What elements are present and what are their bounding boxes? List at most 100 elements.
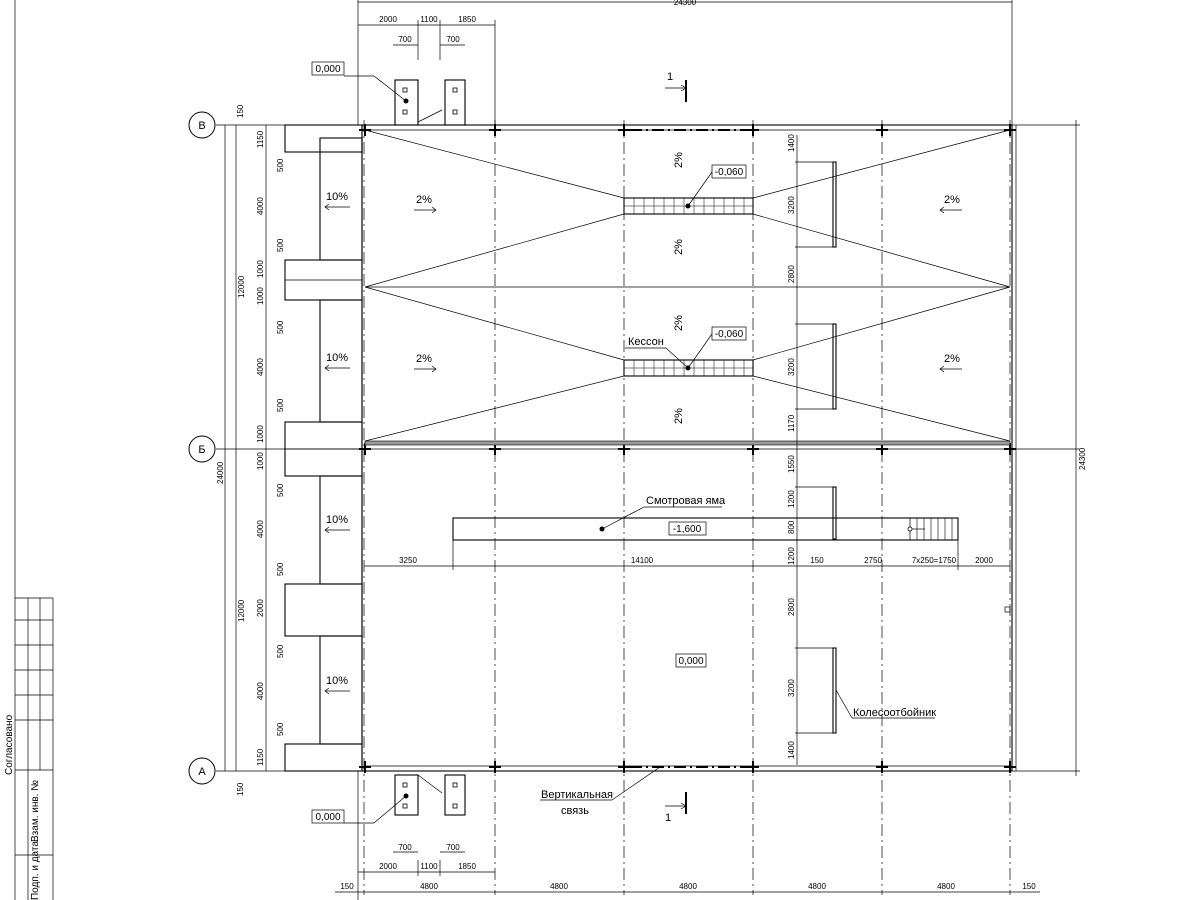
dim-steps: 7x250=1750 [912, 556, 957, 565]
level-mark-tray-upper: -0,060 [685, 164, 747, 209]
dim-500-8: 500 [276, 722, 285, 736]
section-mark-top: 1 [665, 71, 687, 102]
dim-500-3: 500 [276, 320, 285, 334]
dim-1400-top: 1400 [787, 134, 796, 152]
dim-col-bottom-left: 700 [398, 843, 412, 852]
dim-right-total: 24300 [1078, 447, 1087, 470]
dim-800: 800 [787, 520, 796, 534]
dim-24000-left: 24000 [216, 461, 225, 484]
dim-1150-bottom: 1150 [256, 748, 265, 766]
building-outline [361, 124, 1017, 772]
dim-150-top-left: 150 [236, 104, 245, 118]
left-ramps [284, 124, 363, 772]
level-mark-tray-lower: -0,060 [685, 326, 747, 371]
dim-2000-pit: 2000 [975, 556, 993, 565]
dim-4000-4: 4000 [256, 682, 265, 700]
mark-tray-upper: -0,060 [715, 167, 744, 178]
wall-socket [1004, 606, 1011, 613]
dim-4000-2: 4000 [256, 358, 265, 376]
title-agreed: Согласовано [4, 714, 15, 775]
mark-tray-lower: -0,060 [715, 329, 744, 340]
dim-1000-2: 1000 [256, 287, 265, 305]
inspection-pit: Смотровая яма -1,600 [452, 495, 959, 541]
level-mark-floor: 0,000 [675, 653, 707, 668]
title-block: Согласовано Взам. инв. № Подп. и дата [4, 0, 54, 900]
dim-2800-1: 2800 [787, 265, 796, 283]
dim-4000-3: 4000 [256, 520, 265, 538]
dim-1170: 1170 [787, 414, 796, 432]
mark-gate-bottom: 0,000 [315, 812, 340, 823]
ramp-slopes: 10% 10% 10% 10% [324, 191, 350, 695]
right-inner-dimensions: 1400 3200 2800 3200 1170 1550 1200 800 1… [787, 134, 796, 759]
axis-label-b: Б [198, 444, 205, 456]
dim-150-pit: 150 [810, 556, 824, 565]
dim-top-total: 24300 [674, 0, 697, 7]
dim-gate-b-top: 1100 [420, 15, 438, 24]
dim-gate-c-top: 1850 [458, 15, 476, 24]
bottom-bay-dimensions: 150 4800 4800 4800 4800 4800 150 [335, 882, 1040, 893]
dim-col-top-right: 700 [446, 35, 460, 44]
mark-floor: 0,000 [678, 656, 703, 667]
dim-14100: 14100 [631, 556, 654, 565]
dim-1000-4: 1000 [256, 452, 265, 470]
top-gate-dimensions: 2000 1100 1850 700 700 [358, 15, 496, 126]
dim-1150-top: 1150 [256, 130, 265, 148]
pit-label: Смотровая яма [646, 495, 726, 507]
wheel-guards [795, 135, 837, 765]
slope-floor-4: 2% [944, 353, 960, 365]
wheel-guard-callout: Колесоотбойник [835, 689, 936, 719]
dim-3200-1: 3200 [787, 196, 796, 214]
dim-1400-bottom: 1400 [787, 741, 796, 759]
dim-500-6: 500 [276, 562, 285, 576]
dim-500-2: 500 [276, 238, 285, 252]
level-mark-gate-top: 0,000 [311, 61, 409, 104]
dim-1000-1: 1000 [256, 260, 265, 278]
slope-floor-2: 2% [416, 353, 432, 365]
slope-ramp-1: 10% [326, 191, 348, 203]
floor-slopes: 2% 2% 2% 2% 2% 2% 2% 2% [414, 152, 962, 424]
dim-gate-b-bottom: 1100 [420, 862, 438, 871]
dim-2750: 2750 [864, 556, 882, 565]
dim-12000-upper: 12000 [237, 275, 246, 298]
slope-floor-6: 2% [673, 239, 685, 255]
dim-4000-1: 4000 [256, 197, 265, 215]
dim-gate-a-bottom: 2000 [379, 862, 397, 871]
axis-bubble-b: Б [188, 435, 216, 463]
dim-500-4: 500 [276, 398, 285, 412]
slope-floor-3: 2% [944, 194, 960, 206]
dim-500-5: 500 [276, 483, 285, 497]
caisson-label: Кессон [628, 336, 664, 348]
slope-floor-5: 2% [673, 152, 685, 168]
dim-3250: 3250 [399, 556, 417, 565]
brace-label-1: Вертикальная [541, 789, 613, 801]
bottom-gate-dimensions: 700 700 2000 1100 1850 [358, 843, 495, 876]
brace-label-2: связь [561, 805, 589, 817]
slope-floor-7: 2% [673, 315, 685, 331]
section-label-bottom: 1 [665, 812, 671, 824]
dim-12000-lower: 12000 [237, 599, 246, 622]
dim-3200-3: 3200 [787, 679, 796, 697]
slope-floor-1: 2% [416, 194, 432, 206]
dim-1000-3: 1000 [256, 425, 265, 443]
dim-bay-1: 4800 [420, 882, 438, 891]
dim-150-bottom-right-edge: 150 [1022, 882, 1036, 891]
dim-bay-3: 4800 [679, 882, 697, 891]
section-mark-bottom: 1 [665, 792, 687, 824]
caisson-callout: Кессон [625, 336, 689, 369]
dim-2800-2: 2800 [787, 598, 796, 616]
left-dimension-chain: 1150 500 4000 500 1000 1000 500 4000 500… [216, 104, 285, 796]
slope-ramp-2: 10% [326, 352, 348, 364]
drainage-lines [364, 129, 1011, 442]
grid-axes [216, 120, 1080, 895]
axis-label-v: В [198, 120, 205, 132]
slope-floor-8: 2% [673, 408, 685, 424]
dim-gate-a-top: 2000 [379, 15, 397, 24]
slope-ramp-3: 10% [326, 514, 348, 526]
dim-2000-left: 2000 [256, 599, 265, 617]
dim-bay-5: 4800 [937, 882, 955, 891]
title-date: Подп. и дата [30, 841, 41, 900]
dim-bay-4: 4800 [808, 882, 826, 891]
axis-label-a: А [198, 766, 206, 778]
dim-gate-c-bottom: 1850 [458, 862, 476, 871]
